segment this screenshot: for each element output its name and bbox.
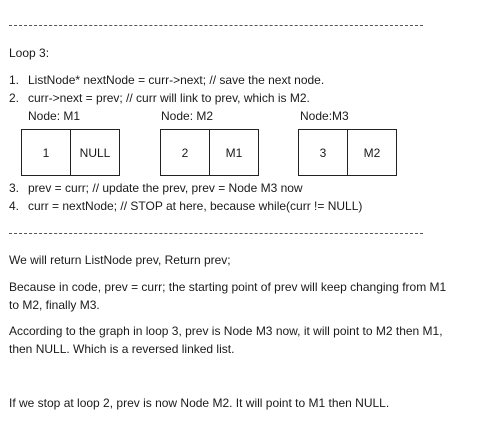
node-m1-next: NULL [70,129,120,176]
node-label-m3: Node:M3 [300,109,349,123]
step-text: ListNode* nextNode = curr->next; // save… [28,73,325,87]
step-number: 3. [9,181,20,195]
node-m2-next: M1 [209,129,259,176]
node-m3-next: M2 [347,129,397,176]
paragraph-1-line-1: Because in code, prev = curr; the starti… [9,280,447,294]
paragraph-2-line-2: then NULL. Which is a reversed linked li… [9,342,235,356]
step-text: prev = curr; // update the prev, prev = … [28,181,303,195]
separator-bottom [9,233,423,234]
paragraph-2-line-1: According to the graph in loop 3, prev i… [9,324,443,338]
step-text: curr = nextNode; // STOP at here, becaus… [28,199,363,213]
separator-top [9,25,423,26]
return-line: We will return ListNode prev, Return pre… [9,253,231,267]
node-m1-value: 1 [21,129,71,176]
node-m3-value: 3 [298,129,348,176]
node-m2-value: 2 [160,129,210,176]
step-number: 2. [9,91,20,105]
step-number: 4. [9,199,20,213]
node-label-m1: Node: M1 [28,109,81,123]
step-number: 1. [9,73,20,87]
paragraph-3: If we stop at loop 2, prev is now Node M… [9,396,390,410]
step-text: curr->next = prev; // curr will link to … [28,91,310,105]
loop-title: Loop 3: [9,46,50,60]
node-label-m2: Node: M2 [161,109,214,123]
paragraph-1-line-2: to M2, finally M3. [9,298,100,312]
